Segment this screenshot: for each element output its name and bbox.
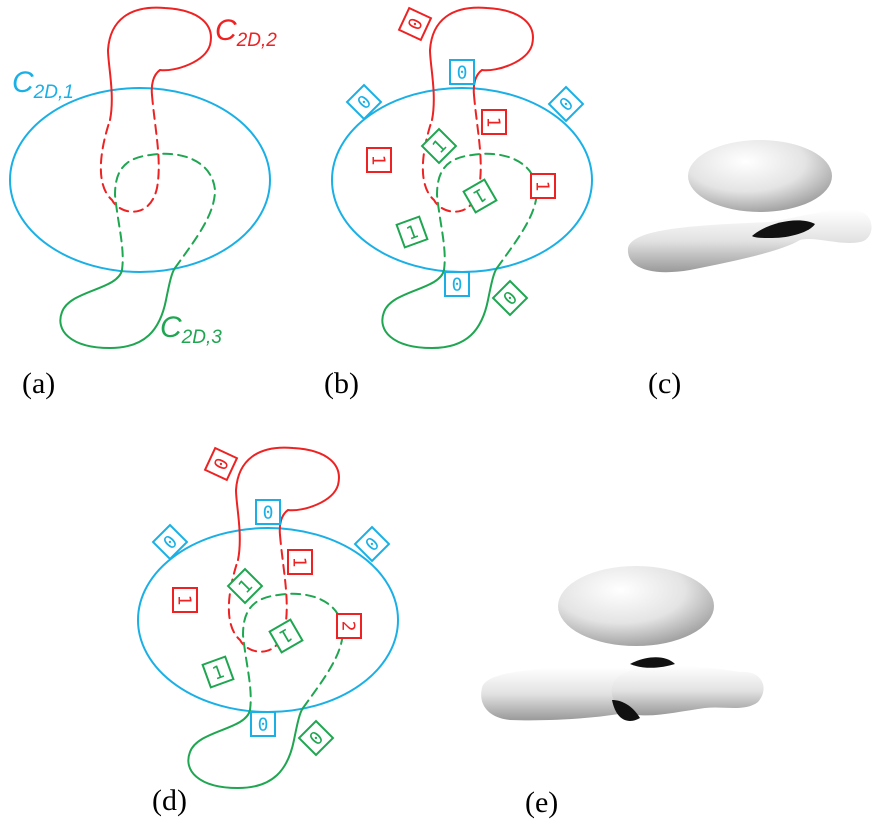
count-label-value: 2 xyxy=(338,621,359,632)
count-label-value: 1 xyxy=(289,557,310,568)
count-label-value: 1 xyxy=(174,595,195,606)
count-label-value: 0 xyxy=(457,63,468,84)
count-label-value: 1 xyxy=(483,117,504,128)
count-label-box: 1 xyxy=(481,109,507,135)
count-label-box: 1 xyxy=(366,147,392,173)
count-label-value: 0 xyxy=(258,715,269,736)
count-label-box: 0 xyxy=(353,525,391,563)
count-label-value: 1 xyxy=(368,155,389,166)
panel-label-a: (a) xyxy=(22,367,55,400)
count-label-box: 0 xyxy=(203,446,239,482)
panel-label-b: (b) xyxy=(324,367,359,400)
count-label-box: 0 xyxy=(345,83,383,121)
count-label-box: 0 xyxy=(255,499,281,525)
count-label-box: 0 xyxy=(449,59,475,85)
label-c2d3: C2D,3 xyxy=(160,311,222,348)
count-label-value: 0 xyxy=(263,503,274,524)
count-label-box: 1 xyxy=(530,173,556,199)
panel-c: (c) xyxy=(627,140,872,400)
count-label-box: 2 xyxy=(336,613,362,639)
label-c2d2: C2D,2 xyxy=(215,14,277,51)
count-label-box: 0 xyxy=(250,711,276,737)
panel-label-d: (d) xyxy=(152,784,187,817)
count-label-box: 1 xyxy=(268,618,304,654)
count-label-box: 1 xyxy=(395,215,429,249)
render-blob-top xyxy=(688,140,832,212)
count-label-box: 0 xyxy=(491,279,529,317)
count-label-box: 1 xyxy=(420,127,458,165)
curve-c2d1 xyxy=(9,87,271,273)
count-label-box: 0 xyxy=(151,523,189,561)
label-c2d1: C2D,1 xyxy=(12,66,74,103)
count-label-box: 1 xyxy=(462,178,498,214)
count-label-value: 1 xyxy=(532,181,553,192)
render-tube xyxy=(627,209,872,273)
count-label-box: 0 xyxy=(397,6,433,42)
curve-c2d3 xyxy=(59,152,216,349)
count-label-value: 0 xyxy=(452,275,463,296)
panel-a: C2D,1 C2D,2 C2D,3 (a) xyxy=(9,6,277,400)
count-label-box: 1 xyxy=(201,655,235,689)
count-label-box: 1 xyxy=(172,587,198,613)
count-label-box: 0 xyxy=(547,85,585,123)
panel-e: (e) xyxy=(481,566,764,819)
count-label-box: 1 xyxy=(287,549,313,575)
panel-label-c: (c) xyxy=(648,367,681,400)
render-blob-top xyxy=(558,566,714,646)
count-label-box: 0 xyxy=(297,719,335,757)
panel-label-e: (e) xyxy=(525,786,558,819)
curve-c2d2 xyxy=(99,6,212,213)
render-tube-right xyxy=(611,657,764,721)
count-label-box: 0 xyxy=(444,271,470,297)
count-label-box: 1 xyxy=(226,567,264,605)
